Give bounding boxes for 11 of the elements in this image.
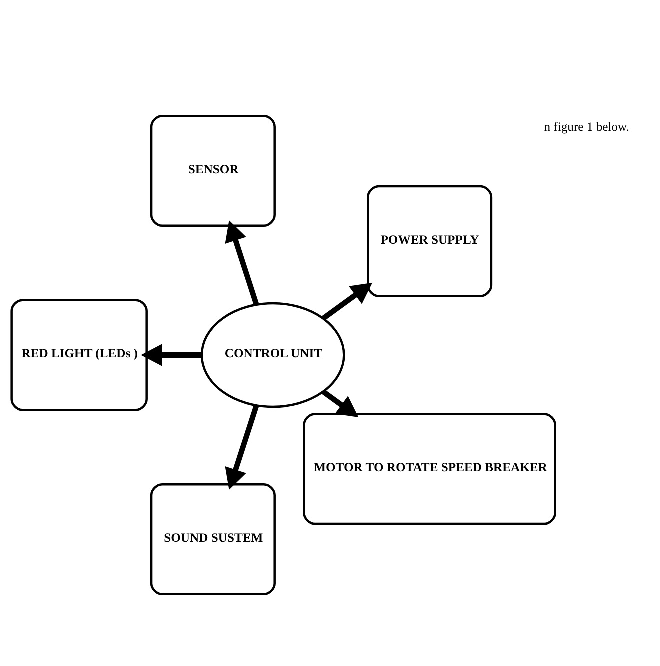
- arrow: [141, 344, 202, 366]
- arrow: [322, 282, 373, 320]
- node-box: POWER SUPPLY: [367, 184, 493, 297]
- node-box: SOUND SUSTEM: [150, 482, 276, 596]
- node-box: SENSOR: [150, 114, 276, 227]
- node-box: MOTOR TO ROTATE SPEED BREAKER: [303, 412, 556, 525]
- arrow: [225, 220, 260, 305]
- arrow: [225, 404, 260, 490]
- node-box: RED LIGHT (LEDs ): [10, 298, 148, 411]
- arrow: [322, 389, 359, 417]
- label: n figure 1 below.: [544, 119, 630, 134]
